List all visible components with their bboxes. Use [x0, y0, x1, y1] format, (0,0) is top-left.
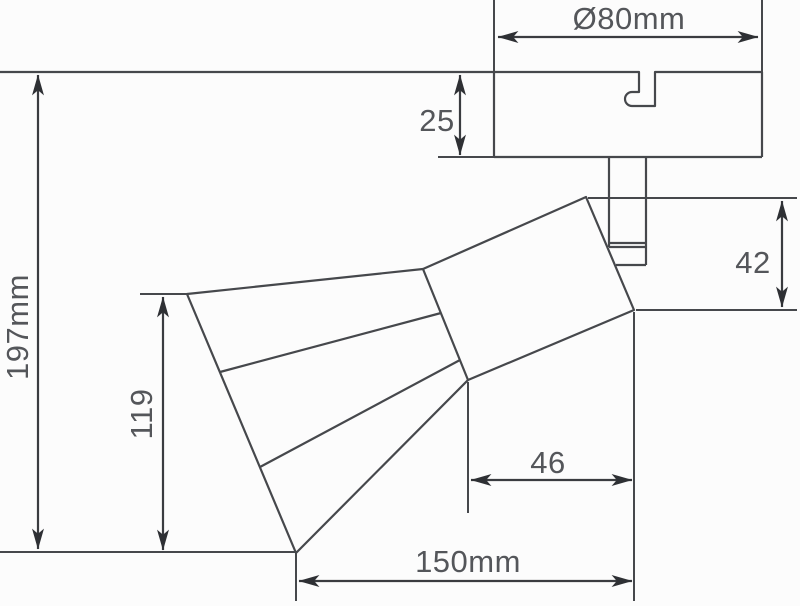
dim-overall-width: 150mm	[295, 312, 635, 601]
dim-80-extension-lines	[493, 0, 763, 76]
bracket-stem	[607, 157, 648, 267]
dim-head-offset: 46	[467, 382, 633, 513]
dim-42-label: 42	[735, 245, 770, 280]
ceiling-line-and-keyhole-slot	[0, 70, 762, 108]
lamp-housing	[421, 195, 636, 382]
mounting-plate	[492, 72, 764, 159]
dim-119-label: 119	[124, 389, 159, 440]
dim-plate-diameter: Ø80mm	[493, 0, 763, 76]
dim-overall-height: 197mm	[0, 74, 296, 553]
lamp-horn	[185, 267, 469, 555]
dim-plate-height: 25	[419, 74, 494, 158]
dim-150-label: 150mm	[415, 544, 521, 579]
dim-46-label: 46	[530, 445, 565, 480]
dim-head-height: 119	[124, 293, 187, 551]
dim-25-label: 25	[419, 103, 454, 138]
dim-42-extension-lines	[588, 197, 797, 311]
dim-197-label: 197mm	[0, 274, 35, 380]
horn-facet-lines	[219, 311, 461, 468]
dim-150-extension-lines	[295, 312, 635, 601]
dim-80-label: Ø80mm	[573, 1, 686, 36]
dim-bracket-drop: 42	[588, 197, 797, 311]
fixture-outline	[0, 70, 764, 555]
